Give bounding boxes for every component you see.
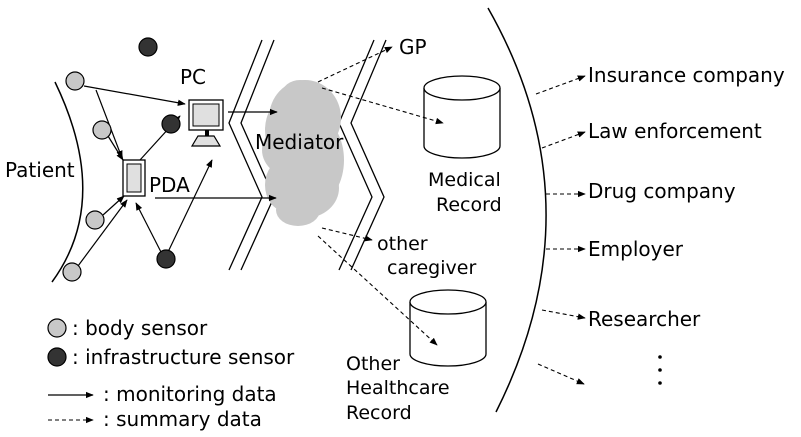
body-sensor	[85, 210, 105, 230]
medical-record-label-2: Record	[436, 194, 502, 216]
recipient-law-enforcement: Law enforcement	[588, 119, 762, 143]
other-record-cylinder	[409, 289, 487, 367]
legend-infrastructure-sensor-swatch	[47, 347, 67, 367]
infrastructure-sensor	[156, 249, 176, 269]
pc-icon	[188, 99, 224, 147]
other-record-label-1: Other	[346, 353, 400, 375]
recipients-boundary-arc	[487, 7, 547, 413]
body-sensor	[92, 120, 112, 140]
medical-record-cylinder	[423, 75, 501, 159]
pc-label: PC	[180, 65, 206, 89]
legend-infrastructure-sensor-label: : infrastructure sensor	[72, 345, 295, 369]
body-sensor	[65, 71, 85, 91]
gp-label: GP	[399, 35, 427, 59]
summary-arrows-recipients	[535, 75, 586, 385]
recipient-researcher: Researcher	[588, 307, 701, 331]
other-caregiver-label-1: other	[377, 233, 428, 255]
infrastructure-sensor	[161, 114, 181, 134]
pda-icon	[122, 159, 146, 197]
body-sensor	[62, 262, 82, 282]
network-boundary-left	[228, 39, 275, 271]
infrastructure-sensors	[138, 37, 181, 269]
other-record-label-2: Healthcare	[346, 377, 450, 399]
patient-boundary-arc	[51, 81, 84, 283]
patient-label: Patient	[5, 158, 75, 182]
mediator-label: Mediator	[255, 130, 344, 154]
medical-record-label-1: Medical	[428, 169, 501, 191]
network-boundary-right	[338, 39, 387, 271]
more-recipients-ellipsis	[658, 355, 662, 385]
legend-monitoring-label: : monitoring data	[103, 382, 277, 406]
legend-body-sensor-swatch	[47, 318, 67, 338]
legend-body-sensor-label: : body sensor	[72, 316, 208, 340]
other-record-label-3: Record	[346, 402, 412, 424]
pda-label: PDA	[149, 173, 190, 197]
body-sensors	[62, 71, 112, 282]
legend: : body sensor : infrastructure sensor : …	[47, 316, 295, 431]
recipient-employer: Employer	[588, 237, 684, 261]
other-caregiver-label-2: caregiver	[387, 257, 476, 279]
recipient-insurance-company: Insurance company	[588, 63, 785, 87]
recipient-drug-company: Drug company	[588, 179, 736, 203]
summary-arrows-mediator	[317, 46, 444, 346]
infrastructure-sensor	[138, 37, 158, 57]
legend-summary-label: : summary data	[103, 407, 262, 431]
